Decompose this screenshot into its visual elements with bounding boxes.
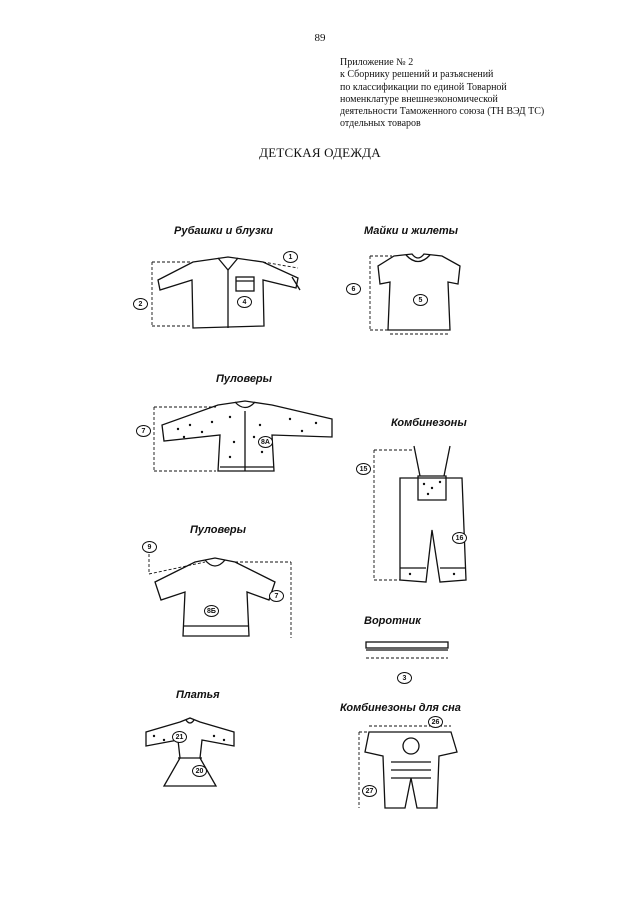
marker-badge: 2 <box>133 298 148 310</box>
page-number: 89 <box>314 32 326 44</box>
marker-badge: 9 <box>142 541 157 553</box>
category-label-tanks: Майки и жилеты <box>364 225 459 237</box>
appendix-line: отдельных товаров <box>340 118 421 130</box>
marker-badge: 27 <box>362 785 377 797</box>
marker-badge: 5 <box>413 294 428 306</box>
marker-badge: 6 <box>346 283 361 295</box>
marker-badge: 7 <box>269 590 284 602</box>
appendix-line: Приложение № 2 <box>340 57 414 68</box>
marker-badge: 1 <box>283 251 298 263</box>
appendix-line: по классификации по единой Товарной <box>340 81 507 93</box>
shirt-drawing <box>151 256 301 329</box>
document-title: ДЕТСКАЯ ОДЕЖДА <box>259 145 381 160</box>
marker-badge: 3 <box>397 672 412 684</box>
marker-badge: 26 <box>428 716 443 728</box>
tank-drawing <box>369 253 461 335</box>
marker-badge: 21 <box>172 731 187 743</box>
dress-drawing <box>145 717 235 787</box>
appendix-note: Приложение № 2 к Сборнику решений и разъ… <box>340 57 544 131</box>
sleepsuit-drawing <box>358 725 458 809</box>
marker-badge: 16 <box>452 532 467 544</box>
category-label-sleepsuits: Комбинезоны для сна <box>340 702 461 714</box>
category-label-overalls: Комбинезоны <box>391 417 467 429</box>
marker-badge: 8A <box>258 436 273 448</box>
category-label-pullovers-1: Пуловеры <box>216 373 273 385</box>
overalls-drawing <box>373 445 467 583</box>
category-label-collar: Воротник <box>364 615 421 627</box>
appendix-line: к Сборнику решений и разъяснений <box>340 69 494 81</box>
marker-badge: 7 <box>136 425 151 437</box>
pullover-drawing <box>153 400 333 472</box>
marker-badge: 15 <box>356 463 371 475</box>
collar-drawing <box>365 641 449 659</box>
marker-badge: 8Б <box>204 605 219 617</box>
appendix-line: номенклатуре внешнеэкономической <box>340 93 498 105</box>
category-label-dresses: Платья <box>176 689 220 701</box>
appendix-line: деятельности Таможенного союза (ТН ВЭД Т… <box>340 106 545 118</box>
pullover-2-drawing <box>148 554 292 638</box>
marker-badge: 20 <box>192 765 207 777</box>
marker-badge: 4 <box>237 296 252 308</box>
category-label-pullovers-2: Пуловеры <box>190 524 247 536</box>
category-label-shirts: Рубашки и блузки <box>174 225 273 237</box>
